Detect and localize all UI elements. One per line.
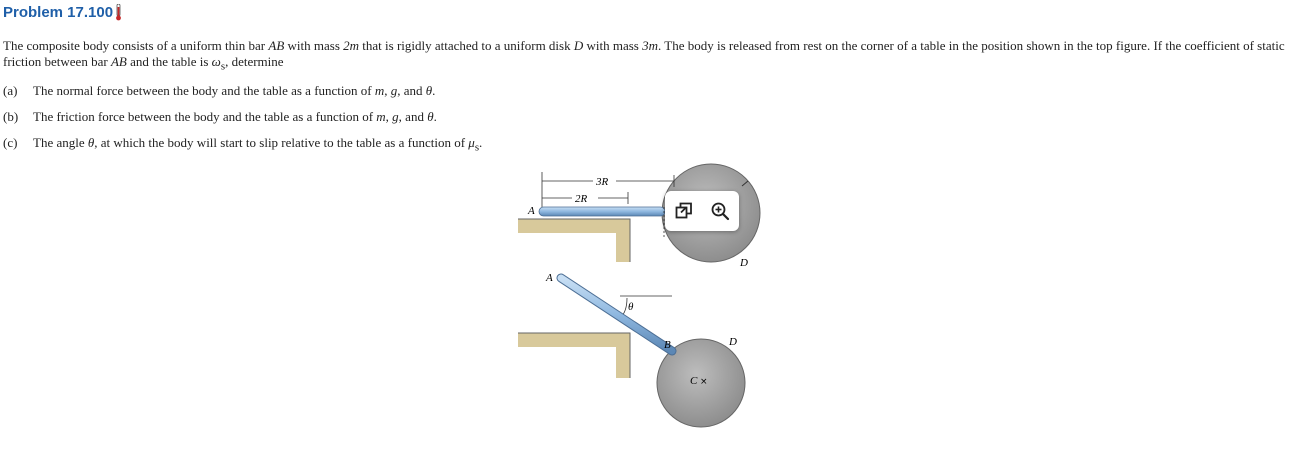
bottom-label-c: C [690, 375, 698, 387]
difficulty-thermometer-icon [116, 3, 121, 21]
open-external-icon[interactable] [673, 200, 695, 222]
bottom-figure: θ A B D C × [518, 272, 746, 428]
bottom-table [518, 333, 630, 378]
zoom-in-icon[interactable] [709, 200, 731, 222]
center-mark-icon: × [700, 377, 708, 387]
top-bar [538, 206, 666, 217]
bottom-label-b: B [664, 339, 671, 351]
dim-3r-label: 3R [595, 176, 609, 188]
part-a: (a) The normal force between the body an… [3, 83, 436, 98]
bottom-label-d: D [728, 336, 737, 348]
part-c: (c) The angle θ, at which the body will … [3, 135, 483, 154]
image-toolbar [665, 191, 739, 231]
problem-title: Problem 17.100 [3, 3, 121, 21]
problem-title-text: Problem 17.100 [3, 4, 114, 21]
part-b: (b) The friction force between the body … [3, 109, 437, 124]
problem-statement: The composite body consists of a uniform… [3, 38, 1285, 73]
dim-2r-label: 2R [575, 193, 588, 205]
top-label-a: A [527, 205, 535, 217]
top-label-d: D [739, 257, 748, 269]
bottom-disk [656, 338, 746, 428]
bottom-label-theta: θ [628, 301, 634, 313]
bottom-label-a: A [545, 272, 553, 284]
top-table [518, 219, 630, 262]
